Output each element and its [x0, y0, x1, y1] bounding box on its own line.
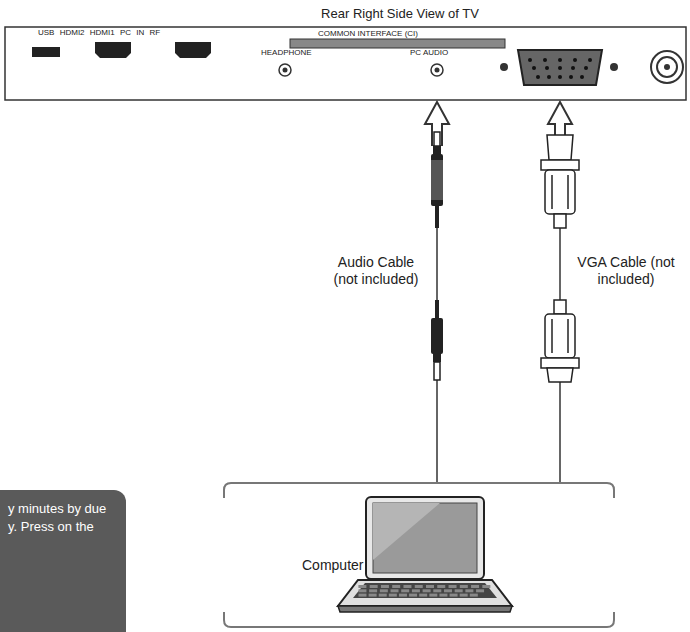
rf-connector [664, 64, 670, 70]
vga-pin [569, 75, 573, 79]
keyboard-key [449, 585, 457, 588]
note-box: y minutes by due y. Press on the [0, 490, 126, 632]
port-label: HEADPHONE [261, 49, 312, 58]
vga-pin [558, 66, 562, 70]
keyboard-key [419, 594, 427, 597]
keyboard-key [465, 589, 473, 592]
vga-pin [588, 58, 592, 62]
hdmi-port [95, 42, 131, 58]
keyboard-key [370, 585, 378, 588]
tv-panel [5, 27, 686, 100]
bracket-bottom [224, 612, 614, 627]
vga-pin [573, 58, 577, 62]
vga-pin [543, 58, 547, 62]
keyboard-key [401, 589, 409, 592]
keyboard-key [392, 585, 400, 588]
keyboard-key [482, 585, 490, 588]
tv-rear-panel: USB HDMI2 HDMI1 PC IN RF COMMON INTERFACE… [5, 27, 686, 100]
keyboard-key [460, 585, 468, 588]
keyboard-key [369, 589, 377, 592]
keyboard-key [429, 594, 437, 597]
port-label: COMMON INTERFACE (CI) [318, 30, 418, 39]
keyboard-key [391, 589, 399, 592]
bracket [222, 482, 616, 628]
vga-pin [532, 66, 536, 70]
keyboard-key [439, 594, 447, 597]
vga-pins [528, 58, 592, 79]
keyboard-key [369, 594, 377, 597]
vga-screw [610, 63, 618, 71]
headphone-jack [279, 64, 291, 76]
vga-pin [536, 75, 540, 79]
keyboard-key [399, 594, 407, 597]
vga-pin [547, 75, 551, 79]
keyboard-key [460, 594, 468, 597]
vga-pin [571, 66, 575, 70]
keyboard-key [381, 585, 389, 588]
device-label: Computer [302, 558, 363, 573]
keyboard-key [380, 589, 388, 592]
vga-pin [558, 58, 562, 62]
keyboard-key [450, 594, 458, 597]
computer-group: Computer [222, 482, 616, 628]
cable-label: VGA Cable (not included) [568, 253, 684, 289]
hdmi-port [175, 42, 211, 58]
keyboard-key [444, 589, 452, 592]
bracket-top [224, 483, 614, 498]
laptop [338, 497, 512, 612]
vga-pin [558, 75, 562, 79]
vga-pin [545, 66, 549, 70]
keyboard-key [433, 589, 441, 592]
keyboard-key [455, 589, 463, 592]
pc-audio-jack [431, 64, 443, 76]
keyboard-key [409, 594, 417, 597]
keyboard-key [358, 585, 366, 588]
keyboard-key [471, 585, 479, 588]
audio-cable [431, 132, 443, 380]
keyboard-key [426, 585, 434, 588]
port-label: USB HDMI2 HDMI1 PC IN RF [38, 29, 160, 38]
keyboard-key [476, 589, 484, 592]
keyboard-key [415, 585, 423, 588]
port-label: PC AUDIO [410, 49, 448, 58]
keyboard-key [437, 585, 445, 588]
keyboard-key [389, 594, 397, 597]
vga-pin [584, 66, 588, 70]
vga-pin [580, 75, 584, 79]
ci-slot [290, 39, 505, 48]
keyboard-key [379, 594, 387, 597]
keyboard-key [403, 585, 411, 588]
vga-port [518, 50, 602, 85]
keyboard-key [412, 589, 420, 592]
keyboard-key [470, 594, 478, 597]
keyboard-key [423, 589, 431, 592]
rf-connector [651, 51, 683, 83]
vga-screw [500, 63, 508, 71]
diagram-title: Rear Right Side View of TV [0, 6, 690, 21]
keyboard-key [358, 589, 366, 592]
usb-port [32, 47, 60, 57]
note-text: y minutes by due y. Press on the [8, 500, 118, 535]
vga-pin [528, 58, 532, 62]
keyboard-key [358, 594, 366, 597]
rf-connector [657, 57, 677, 77]
cable-label: Audio Cable (not included) [322, 253, 430, 289]
headphone-jack [283, 68, 288, 73]
pc-audio-jack [435, 68, 440, 73]
